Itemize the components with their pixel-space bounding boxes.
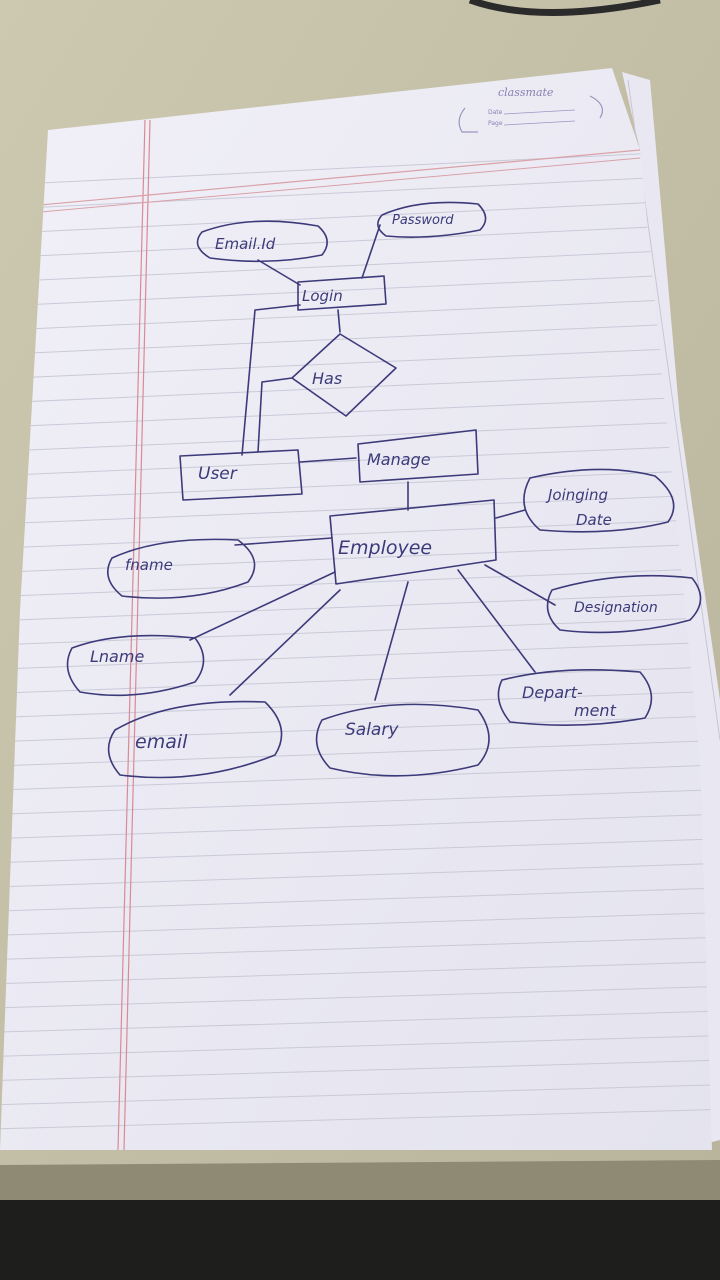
rule-line xyxy=(0,739,712,767)
table-edge xyxy=(0,1160,720,1200)
rule-line xyxy=(0,444,712,476)
rule-line xyxy=(0,985,712,1009)
rule-line xyxy=(0,715,712,743)
rule-line xyxy=(0,690,712,718)
line-has-user xyxy=(257,377,293,453)
entity-manage-label: Manage xyxy=(367,450,431,469)
relationship-has: Has xyxy=(291,333,397,417)
line-login-has xyxy=(337,309,341,333)
attribute-joining-date-label-1: Joinging xyxy=(545,486,608,504)
attribute-salary: Salary xyxy=(315,703,490,777)
line-password-login xyxy=(361,224,381,279)
line-login-user xyxy=(241,304,301,456)
classmate-header: classmate Date Page xyxy=(458,86,603,133)
classmate-logo: classmate xyxy=(498,86,554,99)
attribute-password: Password xyxy=(377,201,487,238)
rule-line xyxy=(0,297,712,331)
rule-line xyxy=(0,272,712,307)
attribute-email-id-label: Email.Id xyxy=(215,235,276,253)
cable xyxy=(468,0,661,16)
rule-line xyxy=(0,469,712,501)
attribute-email-id: Email.Id xyxy=(196,220,328,263)
rule-line xyxy=(0,223,712,259)
rule-line xyxy=(0,764,712,791)
line-employee-joining xyxy=(495,509,526,519)
attribute-email: email xyxy=(107,700,283,779)
rule-line xyxy=(0,616,712,646)
rule-line xyxy=(0,174,712,210)
attribute-designation-label: Designation xyxy=(574,600,658,616)
rule-line xyxy=(0,1010,712,1033)
attribute-joining-date: Joinging Date xyxy=(523,468,675,533)
rule-line xyxy=(0,247,712,283)
entity-employee-label: Employee xyxy=(338,537,432,559)
entity-user-label: User xyxy=(198,464,238,484)
entity-login: Login xyxy=(297,275,387,311)
rule-line xyxy=(0,346,712,380)
attribute-department-label-1: Depart- xyxy=(522,683,583,702)
rule-line xyxy=(0,543,712,573)
attribute-password-label: Password xyxy=(392,213,454,228)
rule-line xyxy=(0,420,712,452)
attribute-lname-label: Lname xyxy=(90,647,144,666)
line-email-login xyxy=(257,259,301,286)
rule-line xyxy=(0,961,712,985)
line-employee-department xyxy=(457,569,536,673)
line-employee-email xyxy=(229,589,341,696)
rule-line xyxy=(0,1108,712,1130)
rule-line xyxy=(0,789,712,815)
rule-line xyxy=(0,395,712,428)
entity-login-label: Login xyxy=(302,287,343,305)
margin-lines xyxy=(39,119,641,1150)
entity-user: User xyxy=(179,449,303,501)
relationship-has-label: Has xyxy=(312,369,342,388)
rule-line xyxy=(0,567,712,597)
attribute-department: Depart- ment xyxy=(497,668,653,726)
line-employee-fname xyxy=(234,537,333,546)
attribute-email-label: email xyxy=(135,731,188,753)
rule-line xyxy=(0,518,712,549)
attribute-fname-label: fname xyxy=(125,556,173,574)
line-employee-salary xyxy=(374,581,409,701)
rule-line xyxy=(0,838,712,864)
rule-line xyxy=(0,1084,712,1106)
line-employee-lname xyxy=(189,571,336,641)
attribute-lname: Lname xyxy=(66,634,205,697)
rule-line xyxy=(0,862,712,888)
rule-line xyxy=(0,666,712,694)
attribute-department-label-2: ment xyxy=(574,701,617,720)
dark-floor xyxy=(0,1195,720,1280)
rule-line xyxy=(0,813,712,839)
rule-line xyxy=(0,641,712,670)
rule-line xyxy=(0,198,712,234)
line-user-manage xyxy=(299,457,357,463)
rule-line xyxy=(0,592,712,622)
rule-line xyxy=(0,370,712,404)
rule-line xyxy=(0,493,712,525)
attribute-joining-date-label-2: Date xyxy=(576,511,612,529)
notebook-page xyxy=(0,68,712,1150)
attribute-fname: fname xyxy=(106,538,256,599)
date-label: Date xyxy=(488,109,503,116)
rule-line xyxy=(0,887,712,912)
entity-employee: Employee xyxy=(329,499,497,585)
attribute-salary-label: Salary xyxy=(345,720,399,740)
page-label: Page xyxy=(488,120,503,127)
rule-line xyxy=(0,321,712,355)
attribute-designation: Designation xyxy=(546,574,702,634)
entity-manage: Manage xyxy=(357,429,479,483)
line-employee-designation xyxy=(484,564,556,606)
rule-line xyxy=(0,912,712,936)
rule-line xyxy=(0,936,712,960)
ruled-lines xyxy=(0,149,712,1130)
rule-line xyxy=(0,149,712,186)
connectors xyxy=(189,224,556,701)
